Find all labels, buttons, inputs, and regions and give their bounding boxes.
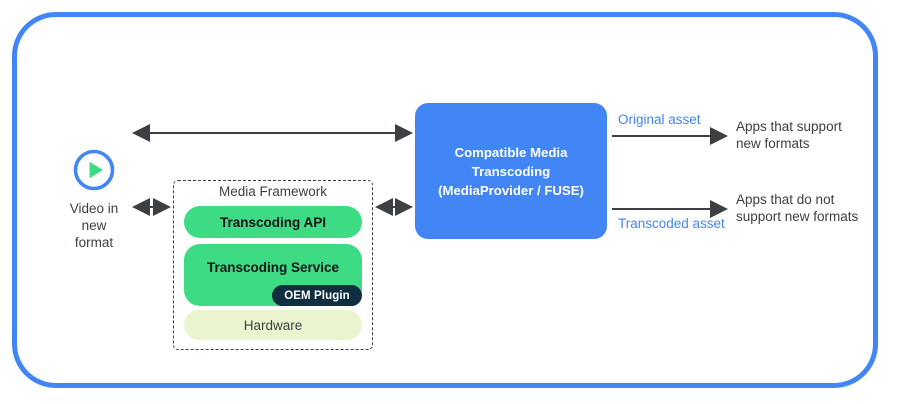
media-framework-container — [173, 180, 373, 350]
transcoding-service-label: Transcoding Service — [206, 260, 340, 275]
transcoding-api-box[interactable]: Transcoding API — [184, 206, 362, 238]
apps-support-new-formats-label: Apps that support new formats — [736, 119, 842, 151]
video-source-caption: Video in new format — [69, 201, 119, 250]
compatible-media-transcoding-box[interactable]: Compatible Media Transcoding (MediaProvi… — [415, 103, 607, 239]
hardware-box[interactable]: Hardware — [184, 310, 362, 340]
play-circle-icon — [72, 148, 116, 192]
original-asset-label: Original asset — [618, 112, 701, 127]
media-framework-title: Media Framework — [218, 184, 328, 199]
transcoded-asset-label: Transcoded asset — [618, 216, 725, 231]
oem-plugin-badge[interactable]: OEM Plugin — [272, 285, 362, 306]
apps-not-support-new-formats-label: Apps that do not support new formats — [736, 192, 859, 224]
